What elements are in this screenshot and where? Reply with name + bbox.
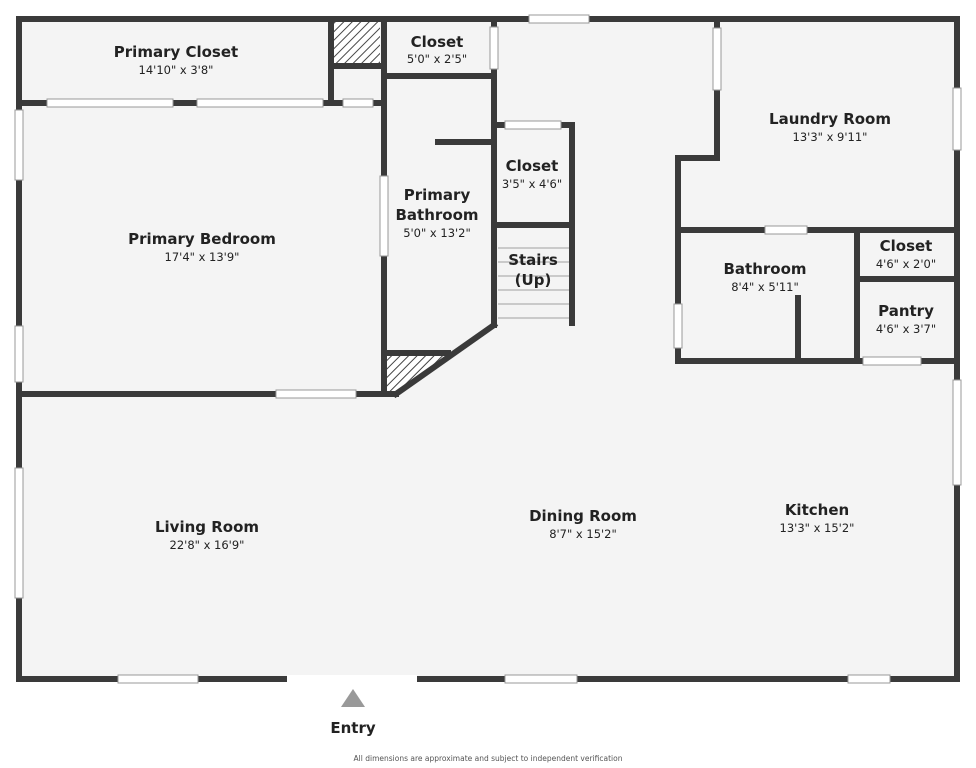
room-pantry: Pantry xyxy=(878,302,934,320)
room-bathroom: Bathroom xyxy=(723,260,806,278)
room-closet-right: Closet xyxy=(880,237,933,255)
room-primary-bathroom-dim: 5'0" x 13'2" xyxy=(403,226,471,240)
room-kitchen-dim: 13'3" x 15'2" xyxy=(780,521,855,535)
entry-door-opening xyxy=(287,675,417,683)
room-kitchen: Kitchen xyxy=(785,501,849,519)
room-primary-bedroom-dim: 17'4" x 13'9" xyxy=(165,250,240,264)
hatched-chase-bathroom xyxy=(387,355,447,394)
room-primary-closet-dim: 14'10" x 3'8" xyxy=(139,63,214,77)
room-primary-bedroom: Primary Bedroom xyxy=(128,230,276,248)
stairs-label-line2: (Up) xyxy=(515,271,552,289)
room-closet-mid: Closet xyxy=(506,157,559,175)
room-dining-room: Dining Room xyxy=(529,507,637,525)
openings xyxy=(14,14,962,684)
stair-treads xyxy=(498,247,570,319)
room-laundry-room: Laundry Room xyxy=(769,110,891,128)
hatched-chase-top xyxy=(334,22,380,64)
room-living-room-dim: 22'8" x 16'9" xyxy=(170,538,245,552)
room-closet-top-dim: 5'0" x 2'5" xyxy=(407,52,467,66)
disclaimer-text: All dimensions are approximate and subje… xyxy=(353,754,623,763)
room-primary-bathroom-line2: Bathroom xyxy=(395,206,478,224)
room-closet-mid-dim: 3'5" x 4'6" xyxy=(502,177,562,191)
entry-arrow-icon xyxy=(341,689,365,707)
room-primary-closet: Primary Closet xyxy=(114,43,238,61)
stairs-label-line1: Stairs xyxy=(508,251,558,269)
room-laundry-room-dim: 13'3" x 9'11" xyxy=(793,130,868,144)
room-pantry-dim: 4'6" x 3'7" xyxy=(876,322,936,336)
room-closet-top: Closet xyxy=(411,33,464,51)
room-labels: Primary Closet 14'10" x 3'8" Closet 5'0"… xyxy=(114,33,936,552)
room-dining-room-dim: 8'7" x 15'2" xyxy=(549,527,617,541)
entry-label: Entry xyxy=(330,719,375,737)
room-living-room: Living Room xyxy=(155,518,259,536)
room-bathroom-dim: 8'4" x 5'11" xyxy=(731,280,799,294)
room-primary-bathroom-line1: Primary xyxy=(404,186,471,204)
room-closet-right-dim: 4'6" x 2'0" xyxy=(876,257,936,271)
